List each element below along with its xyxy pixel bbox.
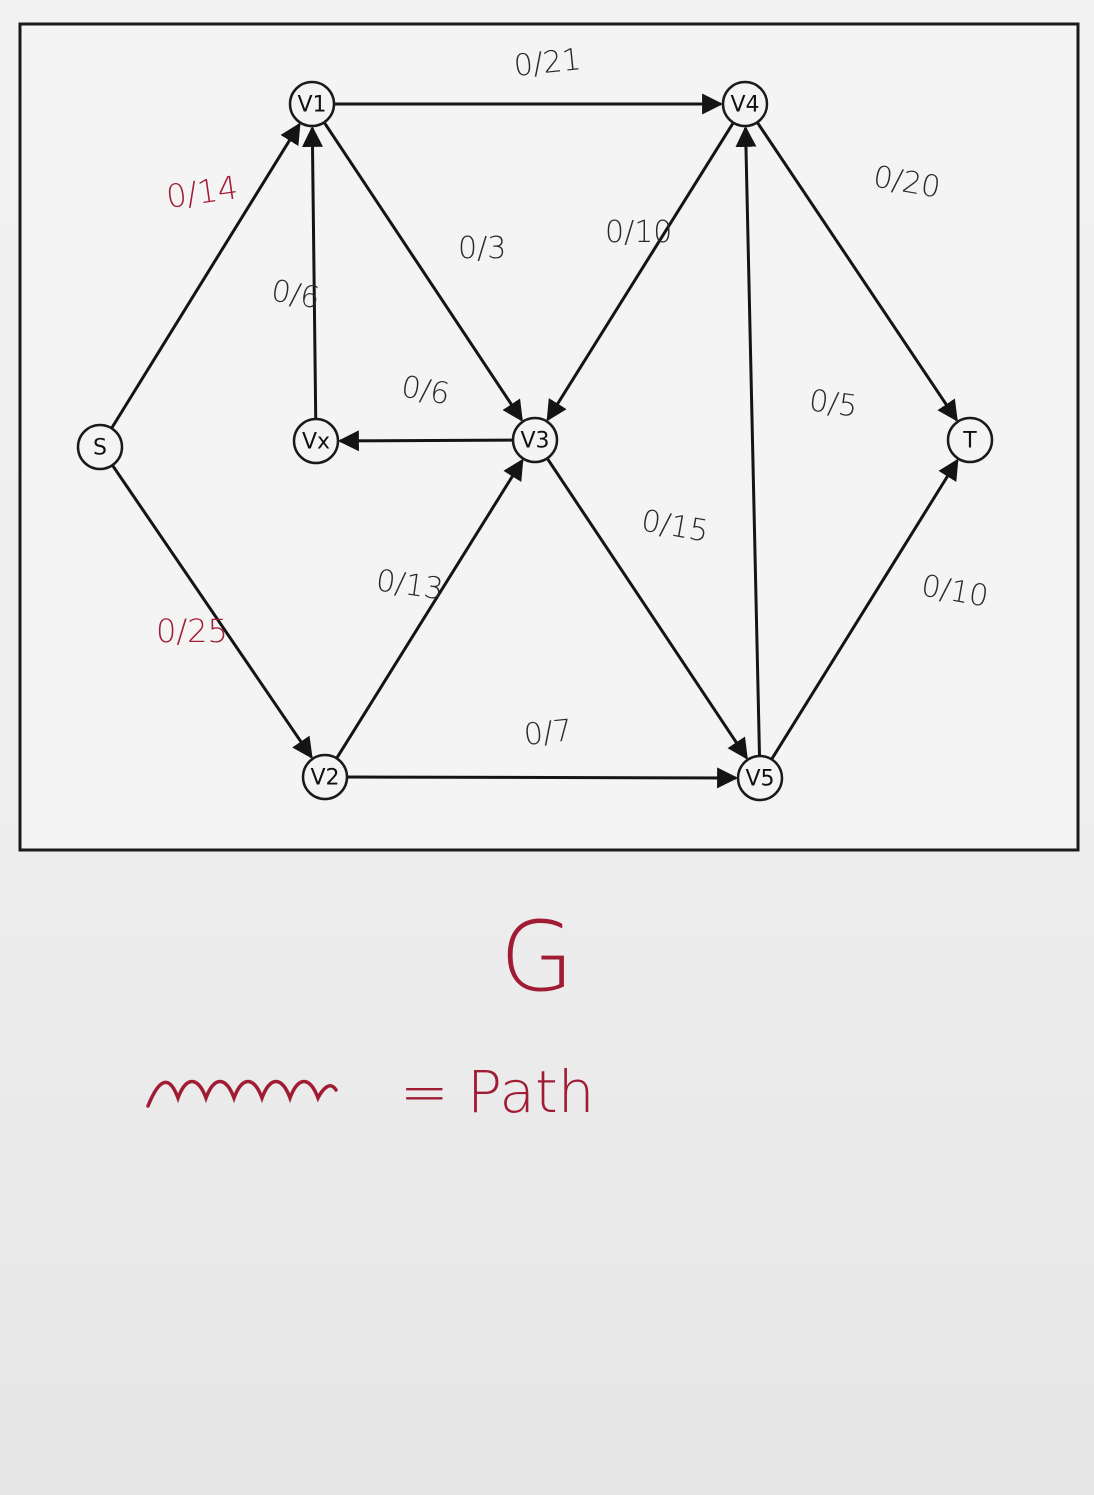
node-circle-v2 (301, 753, 349, 801)
node-v4: V4 (721, 80, 769, 128)
path-legend-text: = Path (400, 1058, 594, 1126)
node-label-vx: Vx (302, 430, 330, 455)
node-label-t: T (962, 429, 977, 454)
node-circle-v1 (288, 80, 336, 128)
edge-label-v1-v4: 0/21 (512, 42, 583, 84)
node-label-v3: V3 (520, 429, 549, 454)
edge-v3-vx (337, 430, 514, 452)
edge-s-v2 (111, 464, 313, 759)
edge-v5-t (770, 458, 959, 761)
edge-label-s-v2: 0/25 (156, 612, 228, 650)
edge-label-v5-v4: 0/5 (807, 383, 860, 424)
node-circle-s (76, 423, 124, 471)
edge-v4-t (755, 121, 958, 422)
edge-label-v3-vx: 0/6 (399, 369, 453, 412)
edge-v5-v4 (735, 125, 762, 757)
edge-v1-v3 (322, 121, 523, 422)
graph-caption: G (500, 901, 574, 1013)
node-label-s: S (93, 436, 107, 461)
edge-v4-v3 (546, 121, 735, 422)
node-circle-vx (292, 417, 340, 465)
node-label-v4: V4 (730, 93, 759, 118)
edges-layer (110, 93, 959, 789)
node-circle-v4 (721, 80, 769, 128)
edge-label-v2-v5: 0/7 (522, 713, 574, 753)
node-label-v5: V5 (745, 767, 774, 792)
edge-v2-v5 (346, 767, 739, 789)
node-label-v1: V1 (297, 93, 326, 118)
edge-label-v1-v3: 0/3 (458, 231, 506, 266)
node-v5: V5 (736, 754, 784, 802)
edge-s-v1 (110, 122, 301, 430)
node-vx: Vx (292, 417, 340, 465)
path-legend-squiggle (146, 1079, 338, 1108)
edge-v3-v5 (545, 457, 748, 760)
node-v3: V3 (511, 416, 559, 464)
node-v1: V1 (288, 80, 336, 128)
node-label-v2: V2 (310, 766, 339, 791)
node-t: T (946, 416, 994, 464)
node-circle-t (946, 416, 994, 464)
edge-label-vx-v1: 0/6 (269, 273, 323, 316)
edge-vx-v1 (302, 125, 324, 420)
node-circle-v3 (511, 416, 559, 464)
edge-labels-layer: 0/140/250/210/30/60/60/130/70/100/150/50… (156, 42, 991, 753)
edge-v2-v3 (335, 458, 524, 760)
node-v2: V2 (301, 753, 349, 801)
edge-label-v4-v3: 0/10 (605, 215, 672, 250)
node-s: S (76, 423, 124, 471)
node-circle-v5 (736, 754, 784, 802)
